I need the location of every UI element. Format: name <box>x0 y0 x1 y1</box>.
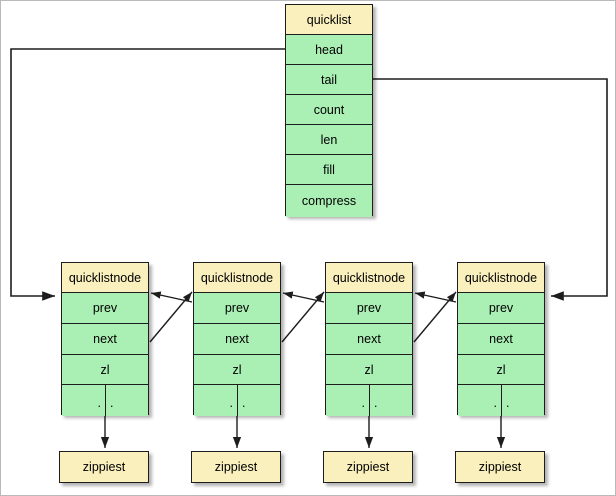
quicklist-struct: quicklist head tail count len fill compr… <box>285 4 373 217</box>
quicklistnode-4-field-next: next <box>458 324 544 355</box>
quicklistnode-4-field-next-label: next <box>489 332 513 346</box>
quicklistnode-1-field-prev: prev <box>62 293 148 324</box>
quicklistnode-1-field-dots: . . <box>62 385 148 416</box>
quicklistnode-4-field-dots: . . <box>458 385 544 416</box>
quicklistnode-4-dots-right: . <box>501 385 544 416</box>
quicklist-field-tail: tail <box>286 65 372 95</box>
quicklistnode-3-header-label: quicklistnode <box>332 270 406 285</box>
quicklist-field-count: count <box>286 95 372 125</box>
quicklist-field-compress-label: compress <box>301 194 357 208</box>
quicklistnode-3-field-next-label: next <box>357 332 381 346</box>
quicklist-struct-header: quicklist <box>286 5 372 35</box>
quicklist-field-count-label: count <box>313 102 345 117</box>
quicklistnode-3-dots-left: . <box>361 395 365 410</box>
zippiest-1-label: zippiest <box>82 460 126 474</box>
quicklist-struct-header-label: quicklist <box>306 12 352 27</box>
next-pointer-2-line <box>281 291 325 343</box>
quicklistnode-1-field-zl-label: zl <box>100 362 110 377</box>
quicklistnode-2-field-zl-label: zl <box>232 362 242 377</box>
quicklistnode-2-field-next-label: next <box>225 332 249 346</box>
quicklist-field-fill-label: fill <box>323 162 335 177</box>
quicklistnode-4: quicklistnode prev next zl . . <box>457 262 545 416</box>
zippiest-3-label: zippiest <box>346 460 390 474</box>
quicklistnode-3-header: quicklistnode <box>326 263 412 293</box>
quicklistnode-3-dots-right: . <box>369 385 412 416</box>
quicklist-field-head-label: head <box>315 42 343 57</box>
quicklistnode-1-field-zl: zl <box>62 355 148 385</box>
quicklistnode-4-field-prev: prev <box>458 293 544 324</box>
quicklistnode-2-field-zl: zl <box>194 355 280 385</box>
quicklistnode-4-header-label: quicklistnode <box>464 270 538 285</box>
zippiest-4: zippiest <box>455 451 545 483</box>
quicklistnode-4-field-prev-label: prev <box>488 301 514 315</box>
quicklistnode-3-field-next: next <box>326 324 412 355</box>
quicklistnode-2-header-label: quicklistnode <box>200 270 274 285</box>
prev-pointer-4-line <box>414 291 457 303</box>
quicklist-field-len-label: len <box>320 132 338 147</box>
quicklistnode-2: quicklistnode prev next zl . . <box>193 262 281 416</box>
quicklist-field-compress: compress <box>286 185 372 217</box>
quicklistnode-1-field-next-label: next <box>93 332 117 346</box>
quicklistnode-3-field-prev-label: prev <box>356 301 382 315</box>
zippiest-2-label: zippiest <box>214 460 258 474</box>
quicklistnode-4-field-zl: zl <box>458 355 544 385</box>
quicklistnode-4-header: quicklistnode <box>458 263 544 293</box>
quicklistnode-1-dots-left: . <box>97 395 101 410</box>
quicklistnode-1-header-label: quicklistnode <box>68 270 142 285</box>
next-pointer-1-line <box>149 291 193 343</box>
next-pointer-3-line <box>413 291 457 343</box>
quicklistnode-1-field-next: next <box>62 324 148 355</box>
quicklistnode-4-field-zl-label: zl <box>496 362 506 377</box>
zippiest-2: zippiest <box>191 451 281 483</box>
quicklistnode-1-field-prev-label: prev <box>92 301 118 315</box>
zippiest-1: zippiest <box>59 451 149 483</box>
quicklistnode-2-field-dots: . . <box>194 385 280 416</box>
quicklistnode-3-field-zl: zl <box>326 355 412 385</box>
quicklistnode-1: quicklistnode prev next zl . . <box>61 262 149 416</box>
quicklistnode-3-field-dots: . . <box>326 385 412 416</box>
quicklist-field-tail-label: tail <box>321 72 337 87</box>
quicklistnode-3-field-zl-label: zl <box>364 362 374 377</box>
quicklistnode-2-field-next: next <box>194 324 280 355</box>
quicklistnode-4-dots-left: . <box>493 395 497 410</box>
head-pointer-line <box>10 48 285 301</box>
quicklistnode-2-dots-left: . <box>229 395 233 410</box>
zippiest-4-label: zippiest <box>478 460 522 474</box>
zippiest-3: zippiest <box>323 451 413 483</box>
quicklist-field-head: head <box>286 35 372 65</box>
quicklistnode-1-dots-right: . <box>105 385 148 416</box>
quicklist-field-fill: fill <box>286 155 372 185</box>
quicklist-field-len: len <box>286 125 372 155</box>
quicklistnode-2-header: quicklistnode <box>194 263 280 293</box>
quicklistnode-3-field-prev: prev <box>326 293 412 324</box>
quicklistnode-1-header: quicklistnode <box>62 263 148 293</box>
quicklistnode-2-field-prev-label: prev <box>224 301 250 315</box>
prev-pointer-3-line <box>282 291 325 303</box>
quicklistnode-3: quicklistnode prev next zl . . <box>325 262 413 416</box>
quicklistnode-2-dots-right: . <box>237 385 280 416</box>
quicklistnode-2-field-prev: prev <box>194 293 280 324</box>
prev-pointer-2-line <box>150 291 193 303</box>
